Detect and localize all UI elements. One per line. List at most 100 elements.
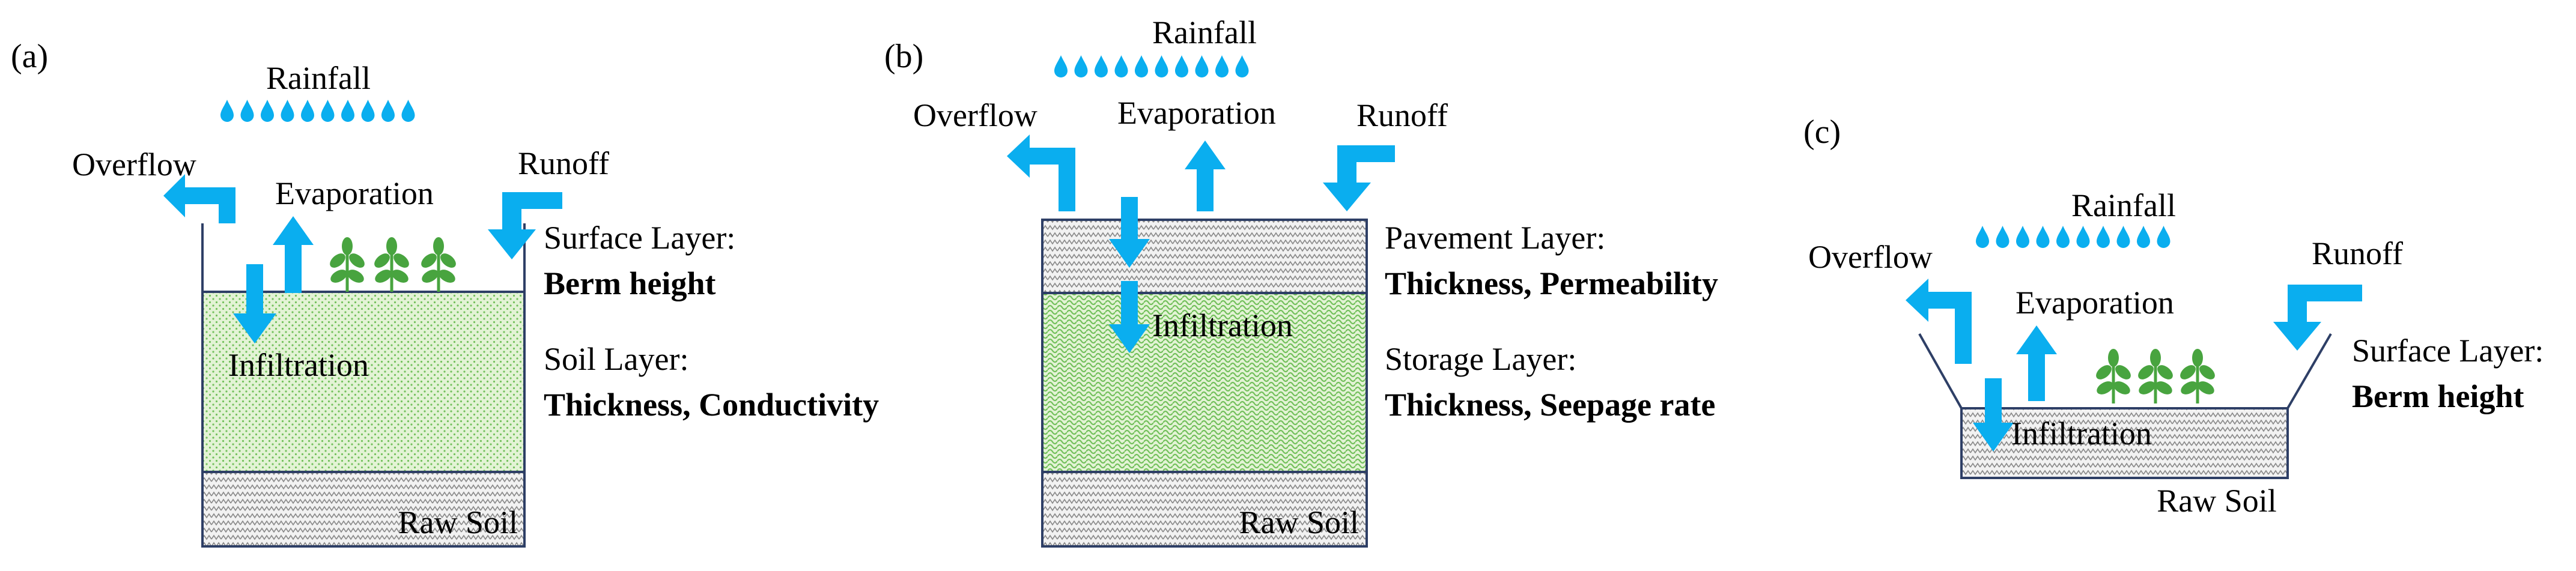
raindrop-icon <box>1195 55 1209 77</box>
panel-c-raw-soil-label: Raw Soil <box>2157 483 2277 519</box>
panel-c-raw-soil-layer <box>1960 407 2289 479</box>
panel-b-overflow-arrow-icon <box>1007 134 1075 211</box>
plant-leaf <box>2181 381 2198 394</box>
plant-leaf <box>2097 381 2113 394</box>
plant-leaf <box>2180 365 2196 379</box>
panel-c-surface-left-wall <box>1918 333 1963 409</box>
raindrop-icon <box>321 100 335 122</box>
plant-leaf <box>2108 349 2119 367</box>
panel-b-raindrops <box>1054 55 1249 77</box>
panel-b-storage-param: Thickness, Seepage rate <box>1385 387 1715 423</box>
plant-leaf <box>422 270 439 283</box>
plant-leaf <box>2138 365 2154 379</box>
plant-leaf <box>375 270 392 283</box>
panel-a-overflow-arrow-icon <box>163 174 235 223</box>
raindrop-icon <box>2036 226 2050 248</box>
plant-leaf <box>2139 381 2155 394</box>
panel-b-runoff-arrow-icon <box>1323 145 1395 211</box>
panel-b-evaporation-label: Evaporation <box>1117 95 1276 131</box>
panel-b-raw-soil-layer <box>1041 471 1368 548</box>
raindrop-icon <box>1054 55 1068 77</box>
raindrop-icon <box>1074 55 1088 77</box>
panel-a-infiltration-arrow-icon <box>233 264 276 343</box>
panel-c-rainfall-label: Rainfall <box>2071 187 2176 223</box>
panel-c-runoff-arrow-icon <box>2273 285 2362 351</box>
raindrop-icon <box>261 100 274 122</box>
plant-leaf <box>2155 381 2172 394</box>
plant-leaf <box>433 237 444 255</box>
panel-b-infiltration-arrow-icon-2 <box>1109 281 1150 353</box>
plant-leaf <box>439 270 455 283</box>
panel-b-runoff-label: Runoff <box>1356 97 1448 133</box>
panel-a-overflow-label: Overflow <box>72 147 196 183</box>
panel-a-evaporation-label: Evaporation <box>275 175 434 211</box>
panel-b-infiltration-label: Infiltration <box>1152 307 1293 343</box>
panel-c-overflow-arrow-icon <box>1906 279 1972 364</box>
panel-a-surface-param: Berm height <box>544 265 715 301</box>
raindrop-icon <box>1996 226 2009 248</box>
plant-leaf <box>330 253 345 268</box>
panel-c-runoff-label: Runoff <box>2312 235 2403 271</box>
plant-leaf <box>392 270 409 283</box>
raindrop-icon <box>220 100 234 122</box>
panel-a-runoff-label: Runoff <box>518 145 609 181</box>
panel-b-overflow-label: Overflow <box>913 97 1037 133</box>
panel-b-pavement-layer <box>1041 219 1368 294</box>
raindrop-icon <box>240 100 254 122</box>
raindrop-icon <box>1215 55 1229 77</box>
panel-b-storage-layer <box>1041 292 1368 473</box>
panel-b-pavement-param: Thickness, Permeability <box>1385 265 1718 301</box>
panel-c-infiltration-arrow-icon <box>1973 378 2014 452</box>
panel-b-storage-layer-label: Storage Layer: <box>1385 341 1576 377</box>
raindrop-icon <box>2157 226 2170 248</box>
panel-a-infiltration-label: Infiltration <box>228 347 369 383</box>
plant-leaf <box>2113 381 2130 394</box>
plant-leaf <box>2192 349 2203 367</box>
panel-a: (a) Rainfall Raw Soil Overflow Evaporati… <box>11 38 879 548</box>
panel-c-evaporation-label: Evaporation <box>2016 285 2174 321</box>
plant-leaf <box>349 253 365 268</box>
panel-a-label: (a) <box>11 38 48 75</box>
panel-b: (b) Rainfall Raw Soil Overflow Evaporati… <box>884 14 1718 548</box>
panel-b-raw-soil-label: Raw Soil <box>1239 504 1359 540</box>
raindrop-icon <box>2056 226 2070 248</box>
plant-leaf <box>421 253 437 268</box>
panel-c: (c) Rainfall Raw Soil Overflow Evaporati… <box>1803 113 2544 519</box>
panel-a-rainfall-label: Rainfall <box>266 60 371 96</box>
panel-c-overflow-label: Overflow <box>1808 239 1933 275</box>
panel-a-runoff-arrow-icon <box>488 192 562 259</box>
panel-a-raw-soil-layer <box>201 471 526 548</box>
panel-c-infiltration-label: Infiltration <box>2011 415 2152 452</box>
raindrop-icon <box>2097 226 2110 248</box>
plant-leaf <box>342 237 353 255</box>
raindrop-icon <box>2016 226 2029 248</box>
raindrop-icon <box>401 100 415 122</box>
raindrop-icon <box>361 100 375 122</box>
raindrop-icon <box>1114 55 1128 77</box>
raindrop-icon <box>2137 226 2150 248</box>
plant-leaf <box>2115 365 2131 379</box>
raindrop-icon <box>341 100 354 122</box>
panel-a-soil-param: Thickness, Conductivity <box>544 387 879 423</box>
raindrop-icon <box>301 100 314 122</box>
raindrop-icon <box>281 100 294 122</box>
raindrop-icon <box>381 100 395 122</box>
panel-c-surface-layer-label: Surface Layer: <box>2352 333 2544 369</box>
plant-leaf <box>2157 365 2173 379</box>
panel-c-surface-right-wall <box>2286 333 2332 409</box>
panel-b-infiltration-arrow-icon-1 <box>1109 197 1150 268</box>
panel-a-surface-layer-label: Surface Layer: <box>544 220 735 256</box>
raindrop-icon <box>1095 55 1108 77</box>
plant-leaf <box>2150 349 2161 367</box>
panel-c-evaporation-arrow-icon <box>2016 325 2057 401</box>
plant-leaf <box>440 253 456 268</box>
panel-c-plants <box>2096 349 2215 403</box>
plant-leaf <box>330 270 347 283</box>
raindrop-icon <box>1155 55 1168 77</box>
plant-leaf <box>2096 365 2112 379</box>
plant-leaf <box>2199 365 2215 379</box>
panel-a-raindrops <box>220 100 415 122</box>
raindrop-icon <box>1135 55 1148 77</box>
